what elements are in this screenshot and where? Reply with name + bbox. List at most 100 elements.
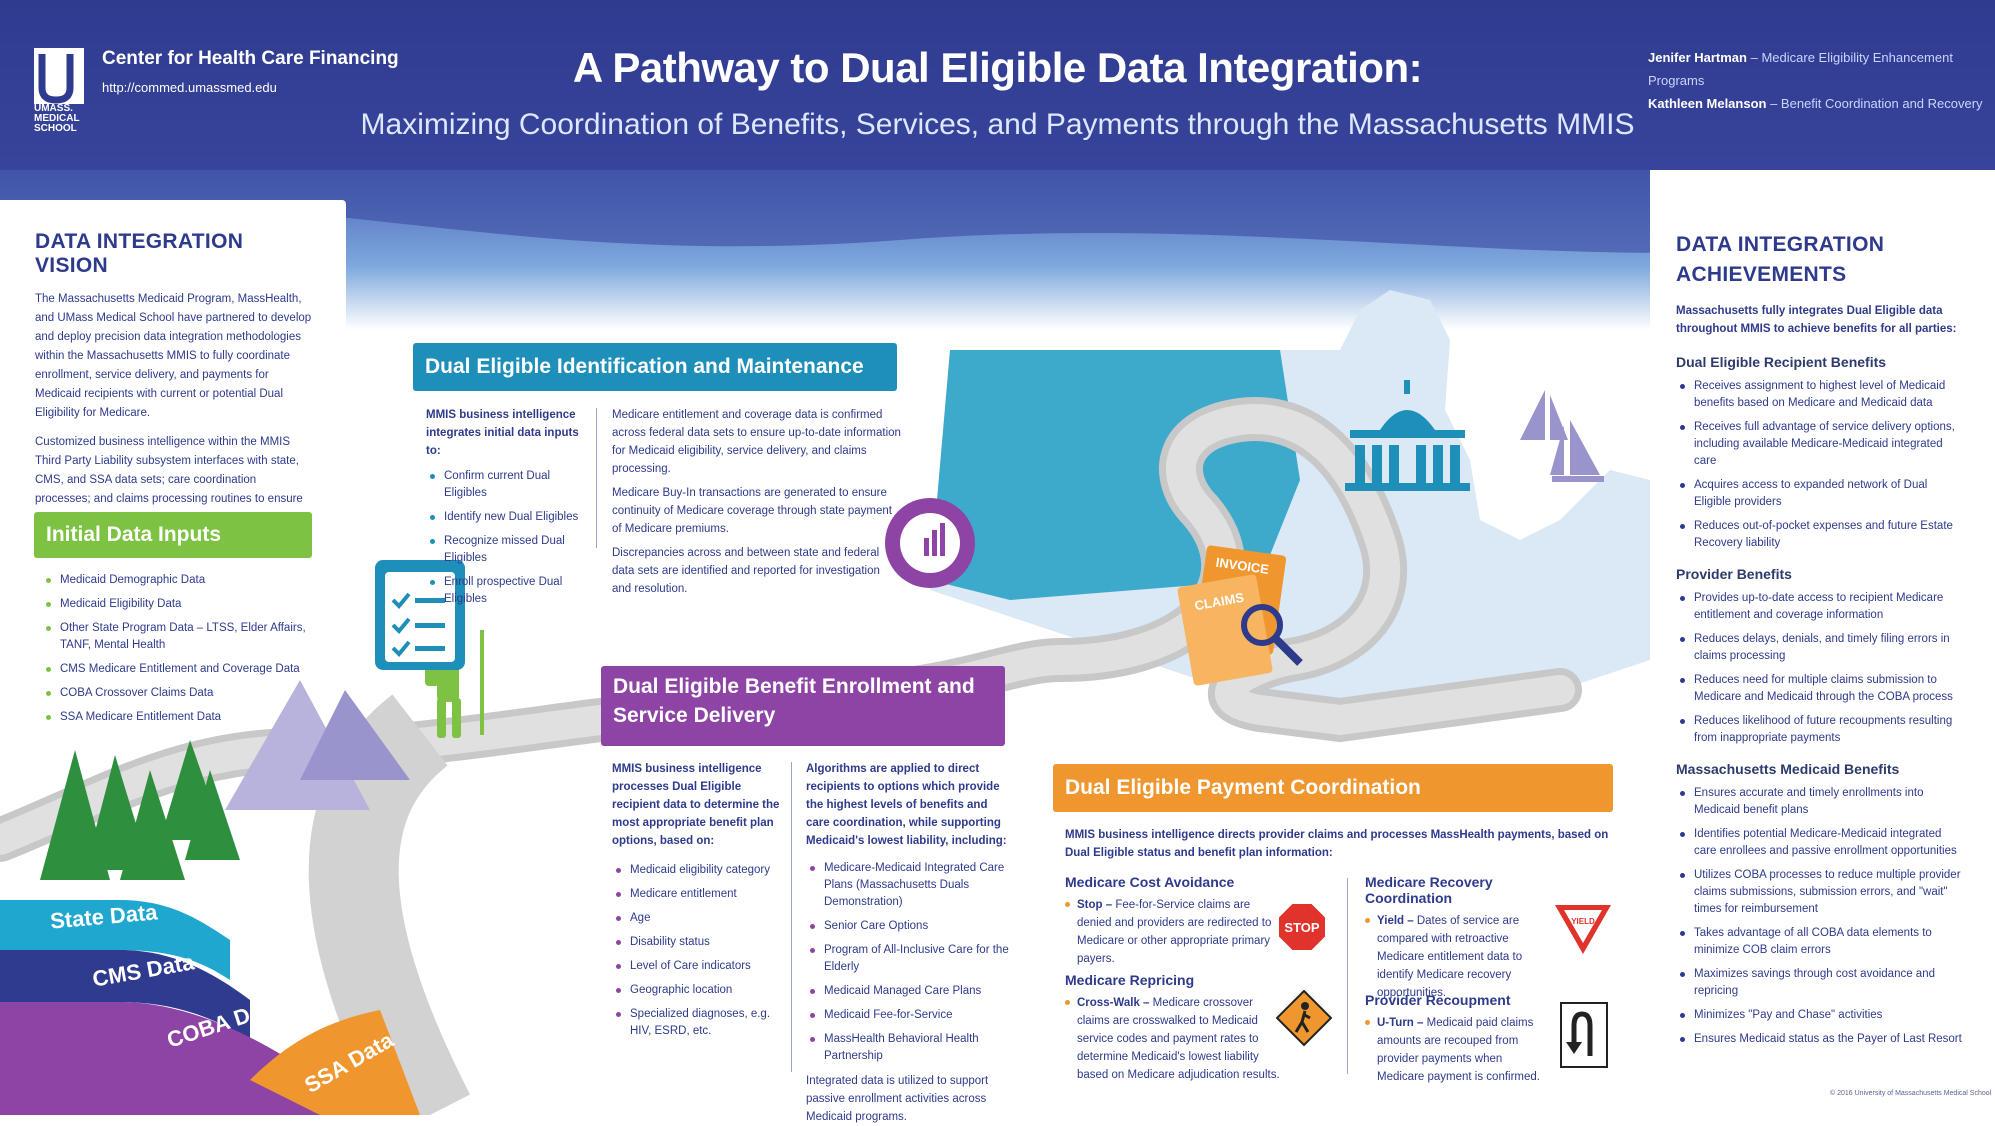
list-item: Medicare-Medicaid Integrated Care Plans … — [806, 860, 1012, 911]
list-item: SSA Medicare Entitlement Data — [42, 709, 312, 726]
identification-heading: Dual Eligible Identification and Mainten… — [413, 343, 897, 391]
list-item: Ensures Medicaid status as the Payer of … — [1676, 1031, 1966, 1048]
stop-sign-icon: STOP — [1277, 902, 1327, 952]
list-item: MassHealth Behavioral Health Partnership — [806, 1031, 1012, 1065]
list-item: Medicaid Eligibility Data — [42, 596, 312, 613]
org-name: Center for Health Care Financing — [102, 48, 399, 69]
enrollment-intro2: Algorithms are applied to direct recipie… — [806, 763, 1007, 847]
author-1-name: Jenifer Hartman — [1648, 50, 1747, 65]
poster-subtitle: Maximizing Coordination of Benefits, Ser… — [360, 108, 1635, 141]
list-item: Utilizes COBA processes to reduce multip… — [1676, 867, 1966, 918]
identification-p1: Medicare entitlement and coverage data i… — [612, 409, 901, 475]
authors: Jenifer Hartman – Medicare Eligibility E… — [1648, 46, 1995, 115]
list-item: Reduces delays, denials, and timely fili… — [1676, 631, 1966, 665]
list-item: Receives assignment to highest level of … — [1676, 378, 1966, 412]
payment-block-title: Medicare Repricing — [1065, 972, 1195, 988]
payment-desc: Dates of service are compared with retro… — [1377, 915, 1523, 999]
list-item: Acquires access to expanded network of D… — [1676, 477, 1966, 511]
u-turn-sign-icon — [1560, 1002, 1608, 1068]
enrollment-options-list: Medicare-Medicaid Integrated Care Plans … — [806, 860, 1012, 1065]
payment-block-recovery: Medicare Recovery Coordination Yield – D… — [1365, 874, 1545, 1002]
band-state — [0, 900, 230, 980]
list-item: Level of Care indicators — [612, 958, 780, 975]
list-item: Ensures accurate and timely enrollments … — [1676, 785, 1966, 819]
payment-block-text: U-Turn – Medicaid paid claims amounts ar… — [1365, 1014, 1545, 1086]
list-item: Identifies potential Medicare-Medicaid i… — [1676, 826, 1966, 860]
payment-desc: Fee-for-Service claims are denied and pr… — [1077, 899, 1272, 965]
identification-right: Medicare entitlement and coverage data i… — [612, 406, 902, 598]
payment-term: U-Turn – — [1377, 1017, 1424, 1029]
list-item: Age — [612, 910, 780, 927]
poster-title: A Pathway to Dual Eligible Data Integrat… — [572, 44, 1423, 91]
identification-intro: MMIS business intelligence integrates in… — [426, 409, 579, 457]
band-cms — [0, 950, 250, 1040]
list-item: Disability status — [612, 934, 780, 951]
payment-heading: Dual Eligible Payment Coordination — [1053, 764, 1613, 812]
enrollment-intro: MMIS business intelligence processes Dua… — [612, 763, 780, 847]
mountain-2 — [300, 690, 410, 780]
logo-text-line1: UMASS. — [34, 103, 73, 114]
inputs-heading: Initial Data Inputs — [34, 512, 312, 558]
svg-text:STOP: STOP — [1284, 920, 1319, 935]
identification-left: MMIS business intelligence integrates in… — [426, 406, 586, 615]
author-2: Kathleen Melanson – Benefit Coordination… — [1648, 92, 1995, 115]
payment-term: Yield – — [1377, 915, 1414, 927]
list-item: Reduces out-of-pocket expenses and futur… — [1676, 518, 1966, 552]
payment-block-title: Medicare Recovery Coordination — [1365, 874, 1493, 906]
achievements-intro: Massachusetts fully integrates Dual Elig… — [1676, 305, 1957, 335]
enrollment-heading: Dual Eligible Benefit Enrollment and Ser… — [601, 666, 1005, 746]
right-panel — [1650, 170, 1995, 1115]
list-item: Program of All-Inclusive Care for the El… — [806, 942, 1012, 976]
list-item: Takes advantage of all COBA data element… — [1676, 925, 1966, 959]
list-item: Medicaid Fee-for-Service — [806, 1007, 1012, 1024]
achievements-list: Receives assignment to highest level of … — [1676, 378, 1966, 552]
author-1: Jenifer Hartman – Medicare Eligibility E… — [1648, 46, 1995, 92]
left-panel — [0, 200, 346, 560]
enrollment-heading-line2: Service Delivery — [613, 704, 776, 727]
enrollment-right: Algorithms are applied to direct recipie… — [806, 760, 1012, 1126]
vision-paragraph-1: The Massachusetts Medicaid Program, Mass… — [35, 293, 312, 419]
org-url[interactable]: http://commed.umassmed.edu — [102, 80, 277, 95]
inputs-list: Medicaid Demographic Data Medicaid Eligi… — [42, 572, 312, 733]
pedestrian-crossing-sign-icon — [1276, 990, 1332, 1046]
author-1-role: – Medicare Eligibility Enhancement Progr… — [1648, 50, 1953, 88]
list-item: Maximizes savings through cost avoidance… — [1676, 966, 1966, 1000]
logo-text: UMASS. MEDICAL SCHOOL — [34, 104, 80, 134]
achievements-list: Ensures accurate and timely enrollments … — [1676, 785, 1966, 1048]
list-item: Specialized diagnoses, e.g. HIV, ESRD, e… — [612, 1006, 780, 1040]
list-item: Receives full advantage of service deliv… — [1676, 419, 1966, 470]
enrollment-closing: Integrated data is utilized to support p… — [806, 1075, 989, 1123]
payment-block-title: Medicare Cost Avoidance — [1065, 874, 1235, 890]
identification-divider — [596, 408, 597, 548]
payment-block-recoupment: Provider Recoupment U-Turn – Medicaid pa… — [1365, 992, 1545, 1086]
band-coba — [0, 1002, 320, 1115]
list-item: Recognize missed Dual Eligibles — [426, 533, 586, 567]
enrollment-divider — [791, 762, 792, 1072]
copyright: © 2016 University of Massachusetts Medic… — [1830, 1090, 1992, 1097]
logo-text-line3: SCHOOL — [34, 123, 77, 134]
pathway-scene: INVOICE CLAIMS — [0, 290, 1650, 1115]
clipboard-icon — [375, 560, 465, 670]
author-2-name: Kathleen Melanson — [1648, 96, 1767, 111]
payment-intro: MMIS business intelligence directs provi… — [1065, 829, 1609, 859]
author-2-role: – Benefit Coordination and Recovery — [1770, 96, 1983, 111]
logo-text-line2: MEDICAL — [34, 113, 80, 124]
payment-block-repricing: Medicare Repricing Cross-Walk – Medicare… — [1065, 972, 1285, 1084]
list-item: Other State Program Data – LTSS, Elder A… — [42, 620, 312, 654]
achievements-heading: DATA INTEGRATION ACHIEVEMENTS — [1676, 230, 1966, 290]
payment-block-text: Cross-Walk – Medicare crossover claims a… — [1065, 994, 1285, 1084]
list-item: Reduces need for multiple claims submiss… — [1676, 672, 1966, 706]
list-item: Medicaid Demographic Data — [42, 572, 312, 589]
list-item: Senior Care Options — [806, 918, 1012, 935]
achievements-group-title: Provider Benefits — [1676, 566, 1792, 582]
identification-p2: Medicare Buy-In transactions are generat… — [612, 487, 892, 535]
payment-term: Stop – — [1077, 899, 1113, 911]
list-item: CMS Medicare Entitlement and Coverage Da… — [42, 661, 312, 678]
invoice-label: INVOICE — [1215, 555, 1270, 577]
list-item: Geographic location — [612, 982, 780, 999]
identification-p3: Discrepancies across and between state a… — [612, 547, 880, 595]
payment-block-text: Yield – Dates of service are compared wi… — [1365, 912, 1545, 1002]
list-item: Medicare entitlement — [612, 886, 780, 903]
invoice-claims-icon — [1177, 545, 1303, 686]
achievements-group-title: Massachusetts Medicaid Benefits — [1676, 761, 1900, 777]
